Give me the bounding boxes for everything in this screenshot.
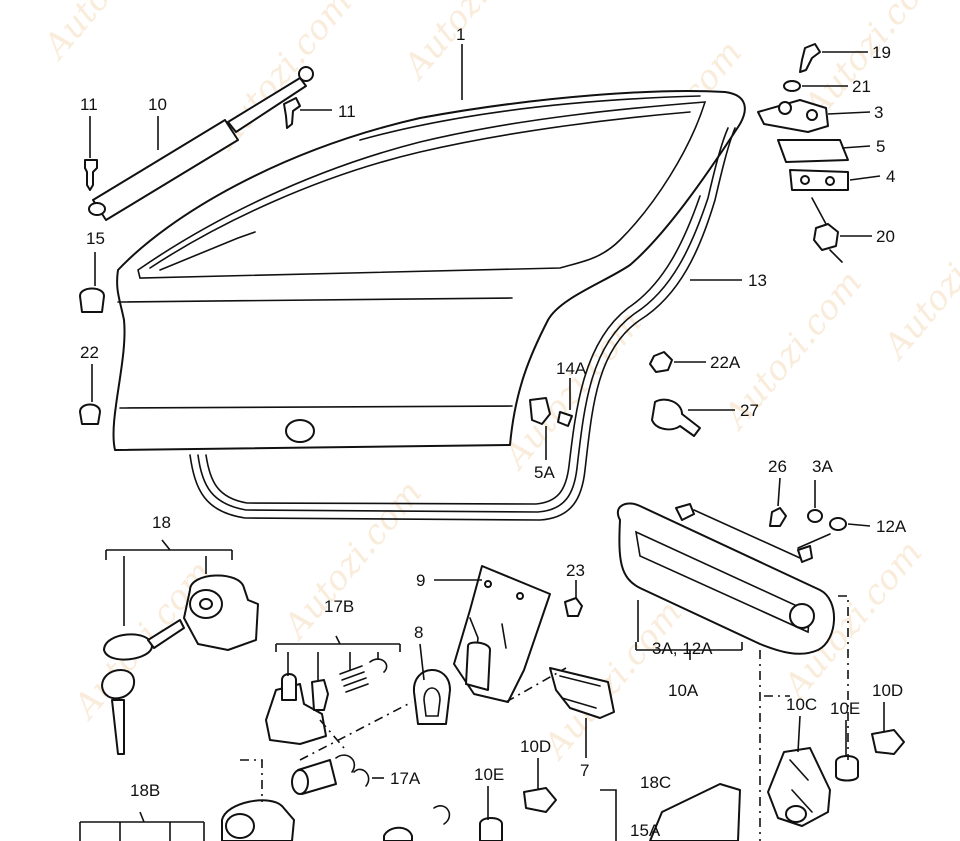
label-14a: 14A <box>556 359 587 378</box>
watermark-text: Autozi.com <box>714 263 870 438</box>
cap-10e-mid <box>479 817 503 841</box>
gas-strut <box>88 66 314 221</box>
nut-22a <box>649 351 673 373</box>
label-10c: 10C <box>786 695 817 714</box>
label-23: 23 <box>566 561 585 580</box>
lock-parts-17b <box>265 658 388 745</box>
label-10e-right: 10E <box>830 699 860 718</box>
hinge-assembly <box>757 43 849 263</box>
label-17b: 17B <box>324 597 354 616</box>
buffer-15 <box>79 287 105 313</box>
label-10a: 10A <box>668 681 699 700</box>
label-3: 3 <box>874 103 883 122</box>
label-3a: 3A <box>812 457 833 476</box>
label-10d-mid: 10D <box>520 737 551 756</box>
label-19: 19 <box>872 43 891 62</box>
latch-7 <box>549 667 615 719</box>
label-15: 15 <box>86 229 105 248</box>
bracket-9 <box>453 565 551 703</box>
label-18c: 18C <box>640 773 671 792</box>
label-5: 5 <box>876 137 885 156</box>
tailgate-panel <box>112 90 746 451</box>
label-10: 10 <box>148 95 167 114</box>
label-27: 27 <box>740 401 759 420</box>
routing-lines <box>240 595 849 841</box>
lock-parts-17a <box>291 754 370 795</box>
bolt-11-left <box>84 159 98 191</box>
label-22: 22 <box>80 343 99 362</box>
bolt-11-right <box>283 97 301 129</box>
bottom-parts <box>383 783 741 841</box>
clip-8 <box>412 669 451 725</box>
watermark-text: Autozi.com <box>394 0 550 88</box>
label-13: 13 <box>748 271 767 290</box>
cap-10e-right <box>835 755 859 782</box>
label-11-left: 11 <box>80 95 98 114</box>
label-21: 21 <box>852 77 871 96</box>
bracket-27 <box>651 398 701 437</box>
watermark-text: Autozi.com <box>274 473 430 648</box>
label-9: 9 <box>416 571 425 590</box>
label-22a: 22A <box>710 353 741 372</box>
watermark-text: Autozi.com <box>34 0 190 68</box>
label-18b: 18B <box>130 781 160 800</box>
label-20: 20 <box>876 227 895 246</box>
tailgate-seal <box>189 127 736 521</box>
label-7: 7 <box>580 761 589 780</box>
label-5a: 5A <box>534 463 555 482</box>
label-10e-mid: 10E <box>474 765 504 784</box>
leader-lines <box>79 44 885 841</box>
latch-10c <box>767 747 831 827</box>
label-15a: 15A <box>630 821 661 840</box>
label-12a: 12A <box>876 517 907 536</box>
label-18: 18 <box>152 513 171 532</box>
label-8: 8 <box>414 623 423 642</box>
label-4: 4 <box>886 167 895 186</box>
label-26: 26 <box>768 457 787 476</box>
clip-10d-mid <box>523 787 557 813</box>
label-11-right: 11 <box>338 102 356 121</box>
clip-5a <box>529 397 573 427</box>
callout-labels: 1 19 21 3 5 4 20 11 10 11 15 22 13 22A 1… <box>80 25 907 840</box>
clip-10d-right <box>871 729 905 755</box>
label-17a: 17A <box>390 769 421 788</box>
screw-23 <box>564 597 583 617</box>
label-1: 1 <box>456 25 465 44</box>
handle-assembly-10a <box>617 502 847 655</box>
label-10d-right: 10D <box>872 681 903 700</box>
lock-cylinder-18b <box>221 799 295 841</box>
buffer-22 <box>79 403 101 425</box>
label-3a-12a: 3A, 12A <box>652 639 713 658</box>
watermark-text: Autozi.com <box>874 193 960 368</box>
lock-cylinder-18 <box>101 574 259 755</box>
